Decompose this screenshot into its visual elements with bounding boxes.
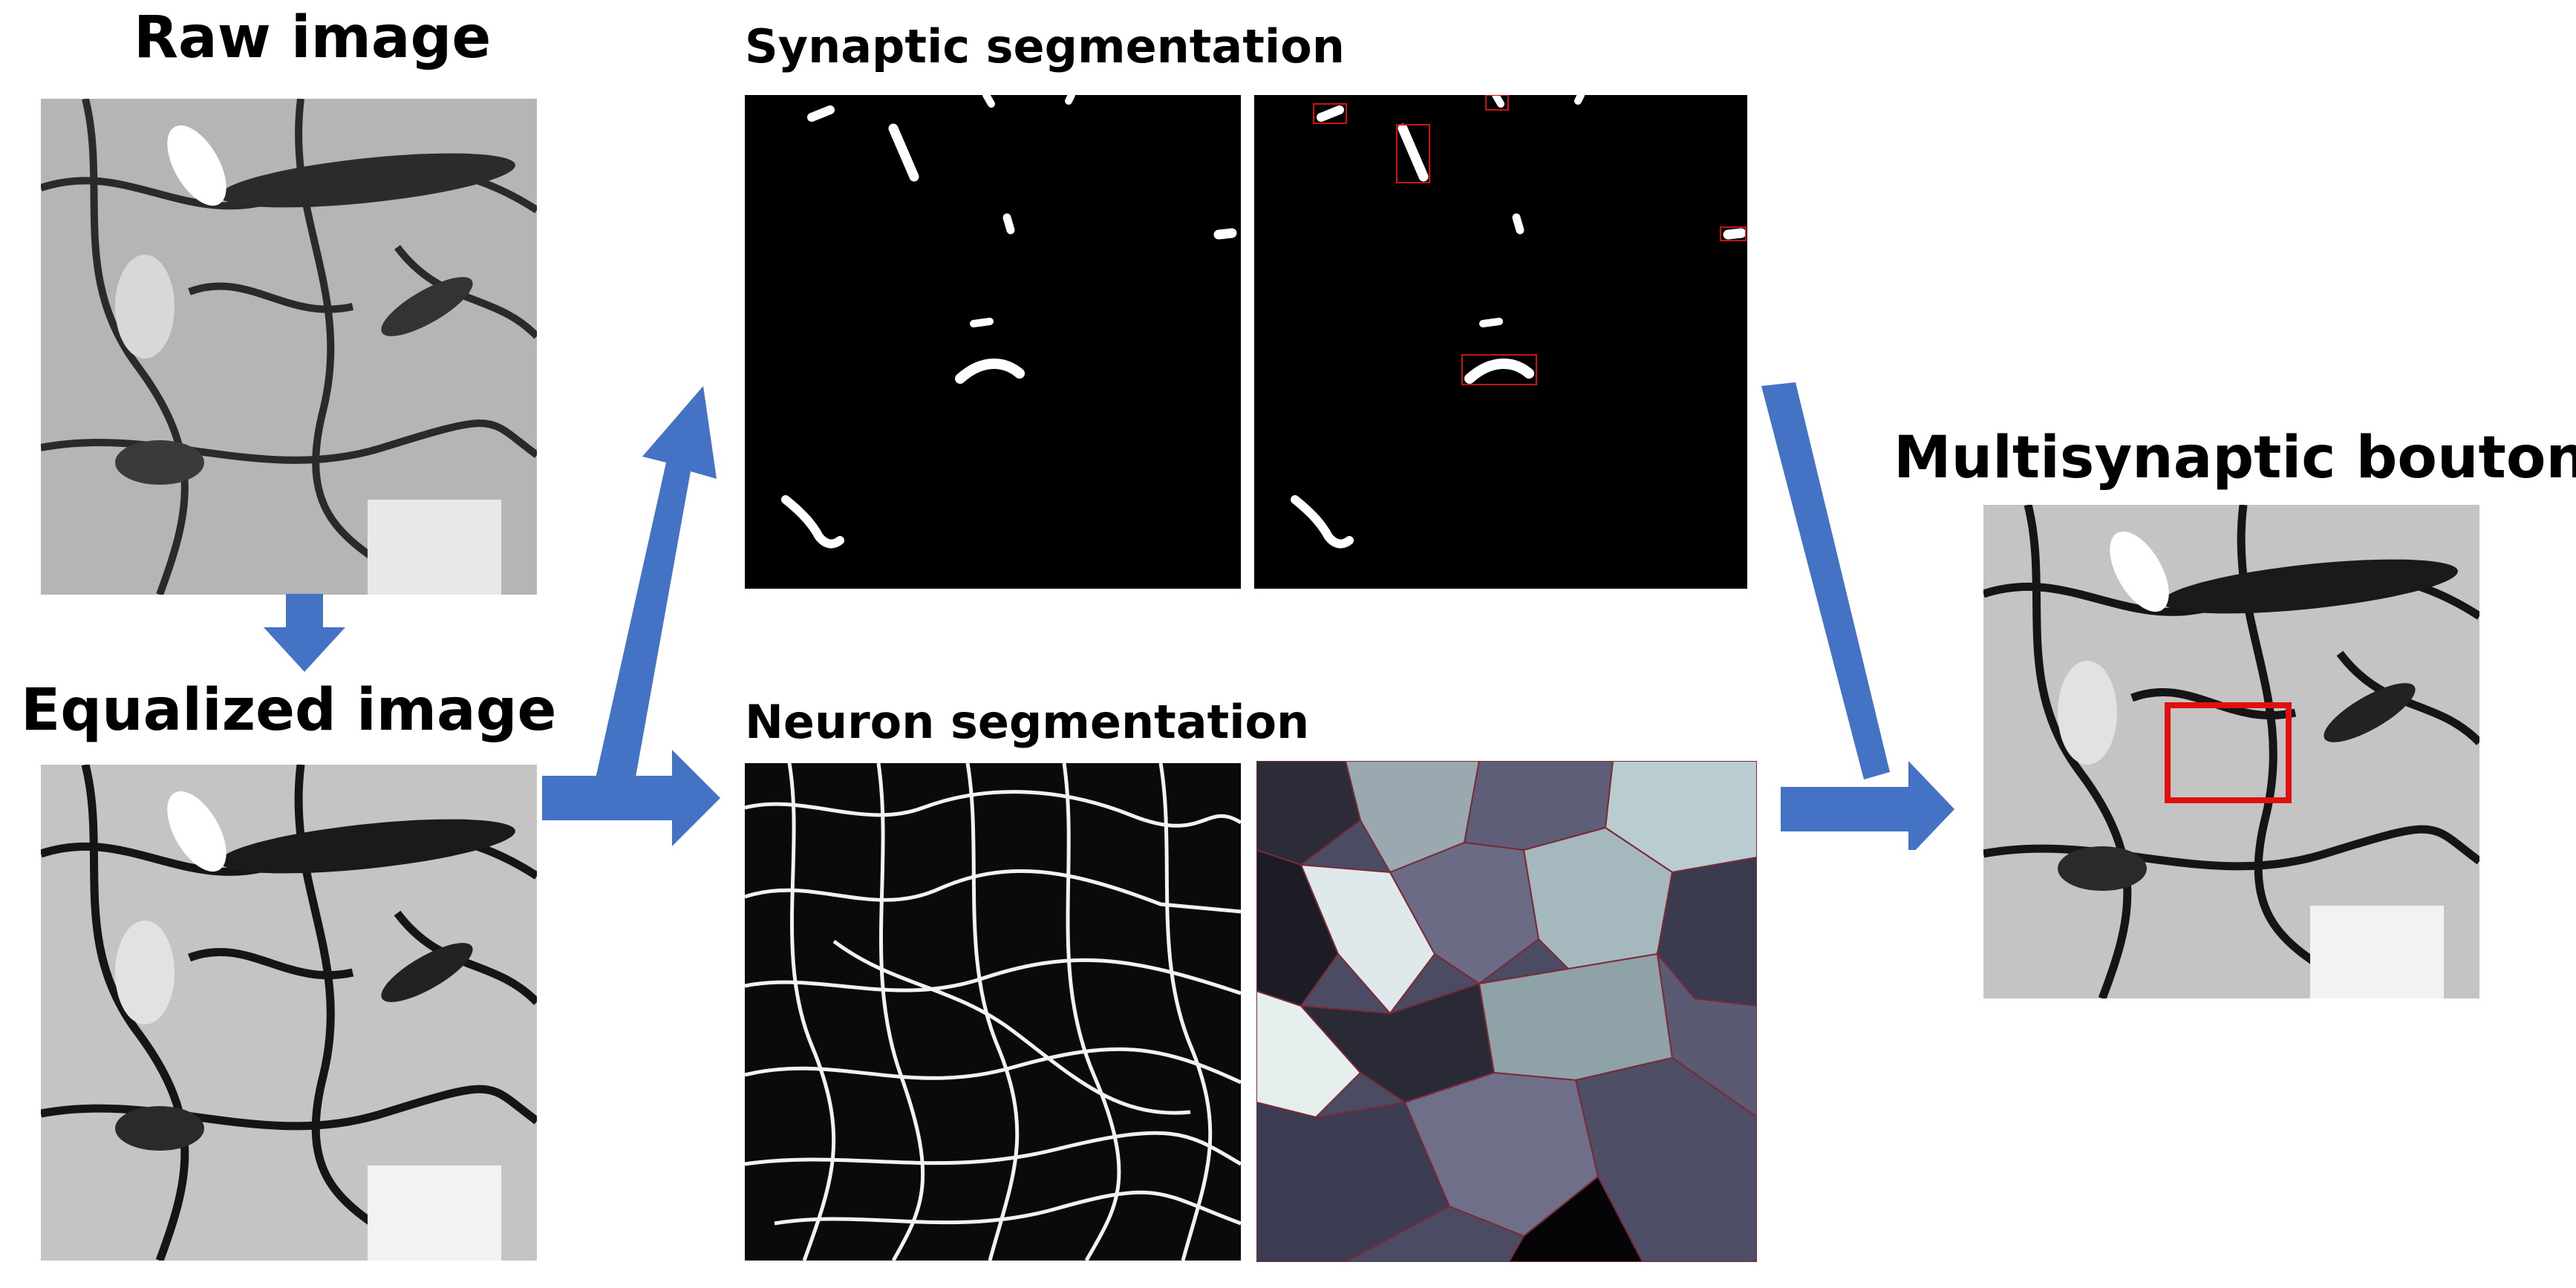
equalized-image-title: Equalized image [21,677,557,744]
synaptic-mask-panel [745,95,1241,589]
multisynaptic-bouton-title: Multisynaptic bouton [1894,425,2576,491]
synaptic-boxes-shapes [1291,95,1747,549]
synaptic-boxes-panel [1254,95,1747,589]
branch-arrow [542,386,720,846]
neuron-segmentation-title: Neuron segmentation [745,695,1310,749]
bouton-highlight-box [2165,702,2292,803]
neuron-boundary-panel [745,763,1241,1261]
merge-arrow [1761,382,1954,850]
raw-image-title: Raw image [134,4,492,71]
neuron-instance-shapes [1256,761,1757,1262]
multisynaptic-bouton-image [1983,505,2479,998]
neuron-boundary-shapes [745,763,1241,1261]
raw-em-image [41,99,537,595]
neuron-instance-panel [1256,761,1757,1262]
equalized-em-texture [41,765,537,1261]
multisynaptic-em-texture [1983,505,2479,998]
down-arrow [264,594,345,672]
equalized-em-image [41,765,537,1261]
synaptic-mask-shapes [781,95,1237,549]
raw-em-texture [41,99,537,595]
synaptic-segmentation-title: Synaptic segmentation [745,19,1345,73]
